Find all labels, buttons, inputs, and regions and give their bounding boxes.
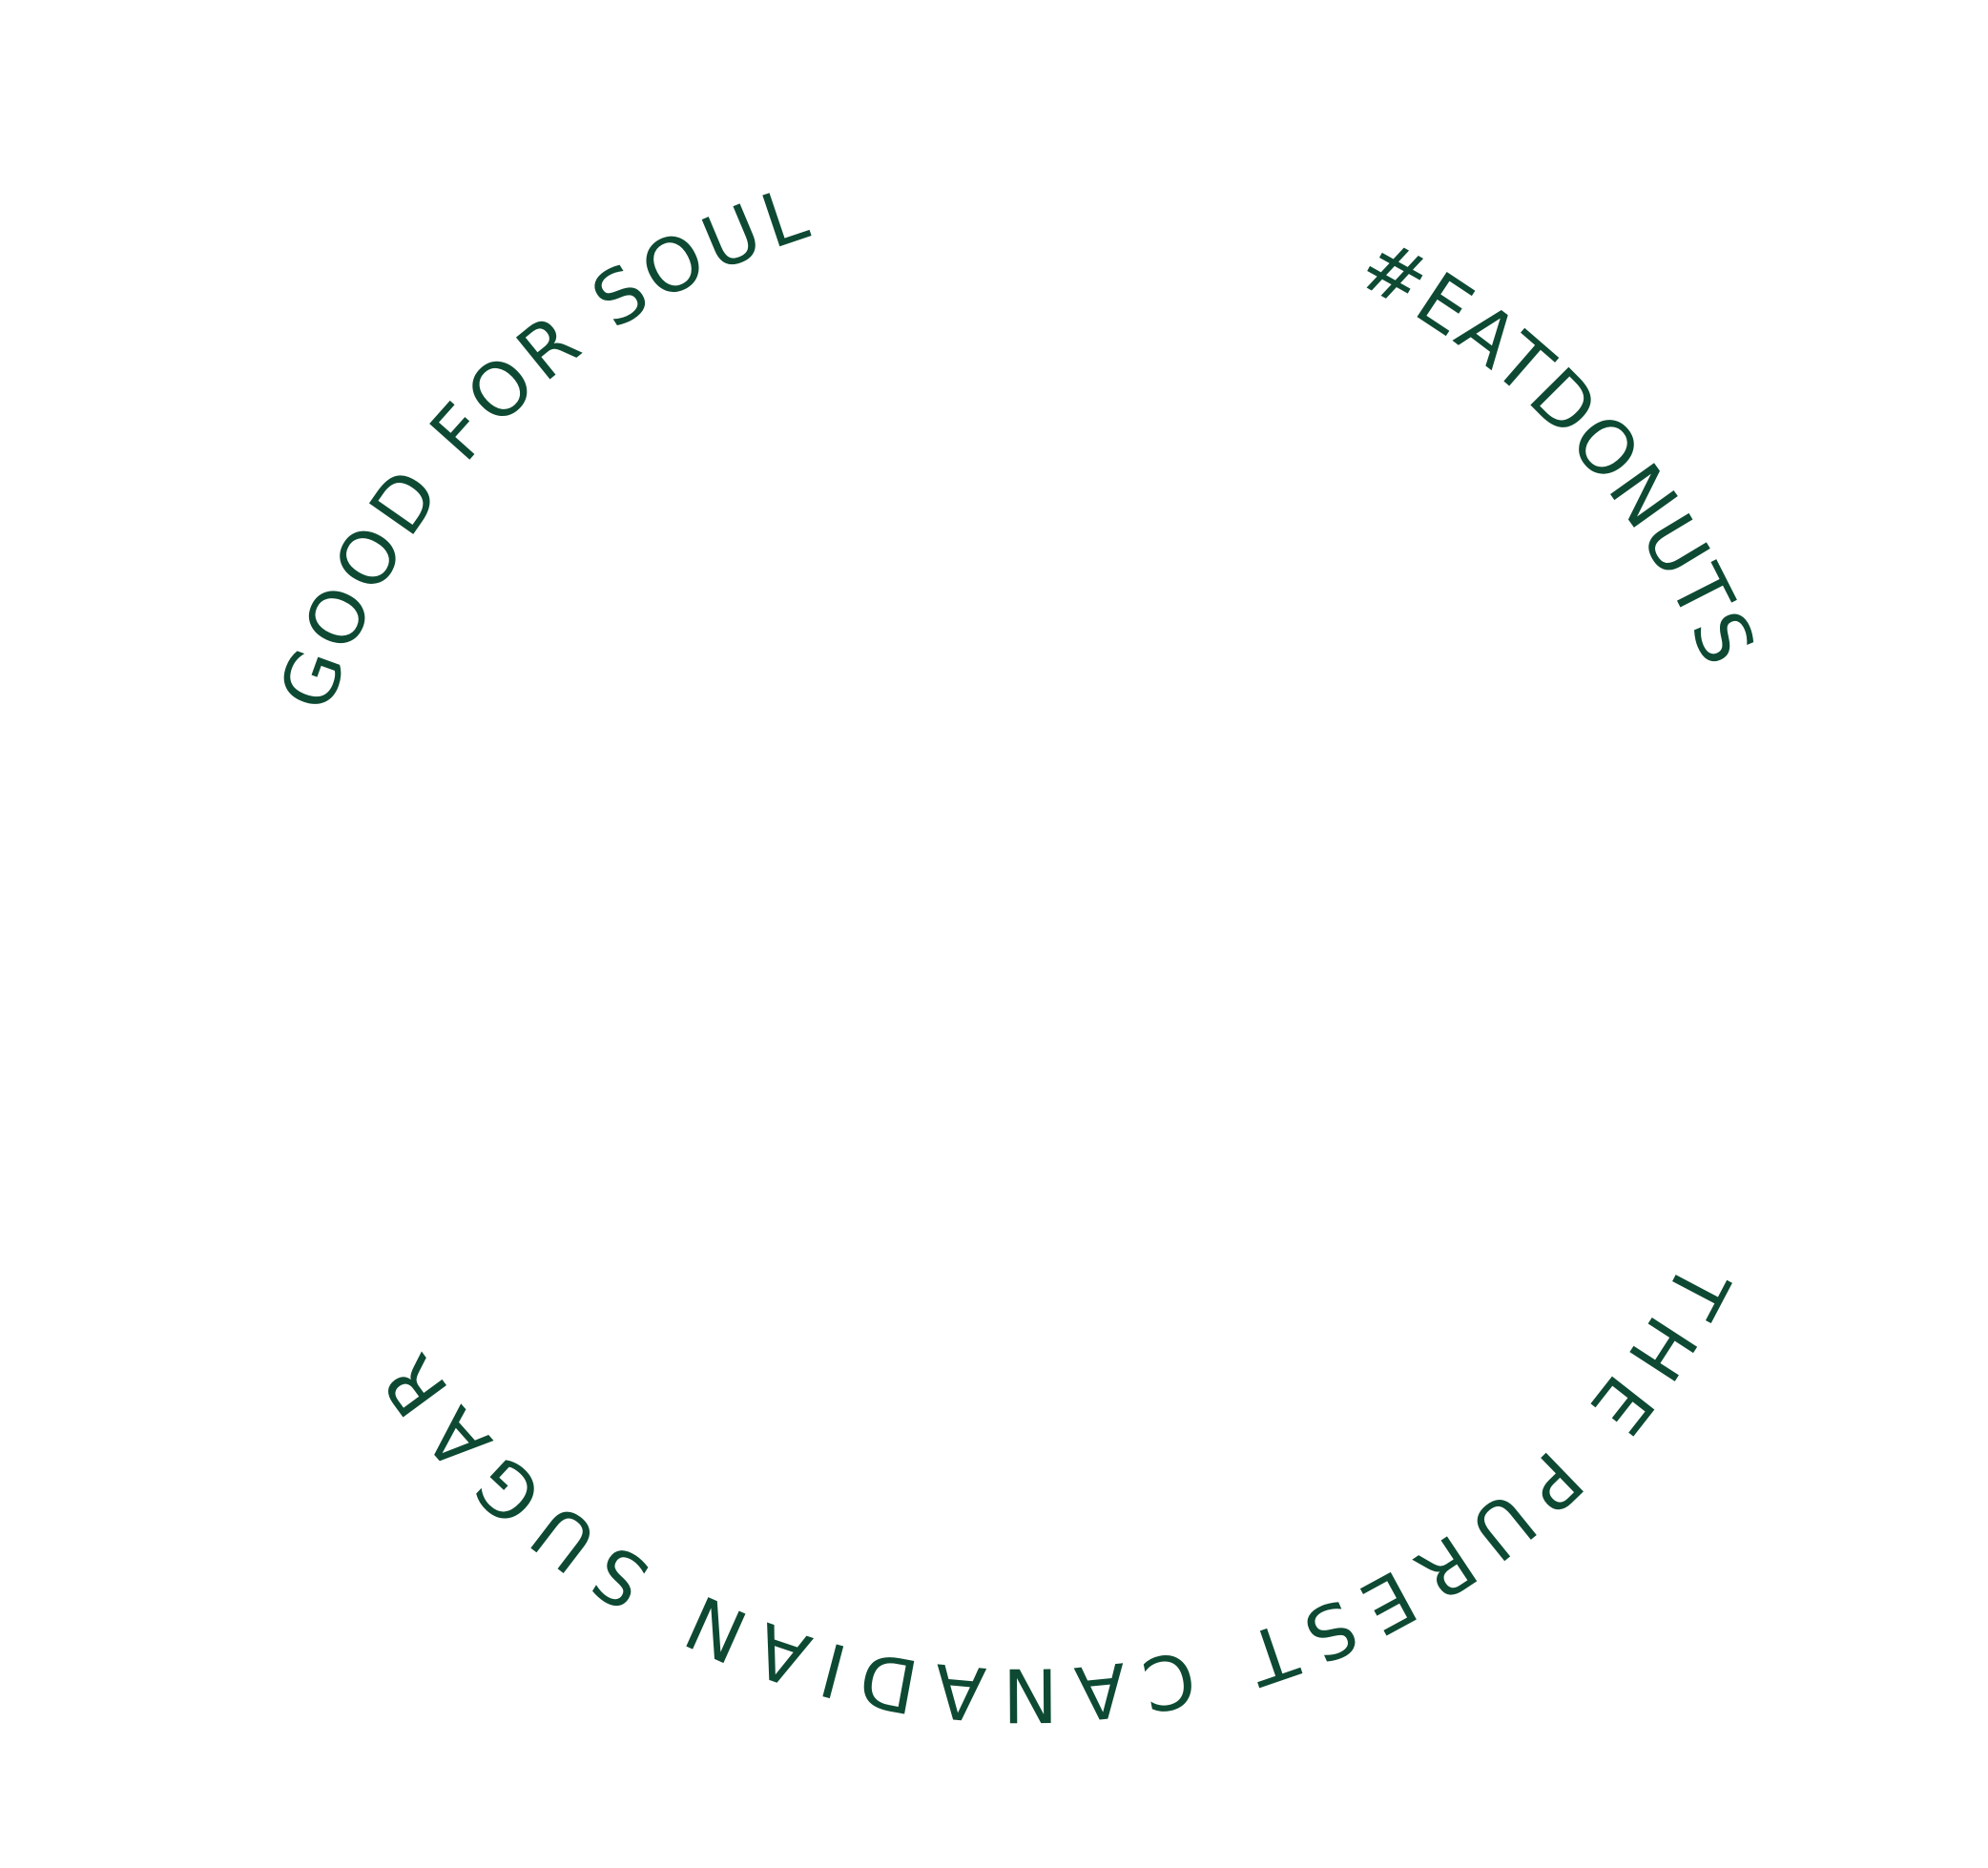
hashtag-eatdonuts-path: #EATDONUTS bbox=[1346, 222, 1771, 676]
hashtag-eatdonuts: #EATDONUTS bbox=[1346, 222, 1771, 676]
slogan-good-for-soul-path: GOOD FOR SOUL bbox=[263, 172, 818, 721]
badge-text-group: GOOD FOR SOUL #EATDONUTS THE PUREST CANA… bbox=[263, 172, 1771, 1737]
slogan-purest-canadian-sugar: THE PUREST CANADIAN SUGAR bbox=[365, 1249, 1745, 1737]
slogan-good-for-soul: GOOD FOR SOUL bbox=[263, 172, 818, 721]
slogan-purest-canadian-sugar-path: THE PUREST CANADIAN SUGAR bbox=[365, 1249, 1745, 1737]
